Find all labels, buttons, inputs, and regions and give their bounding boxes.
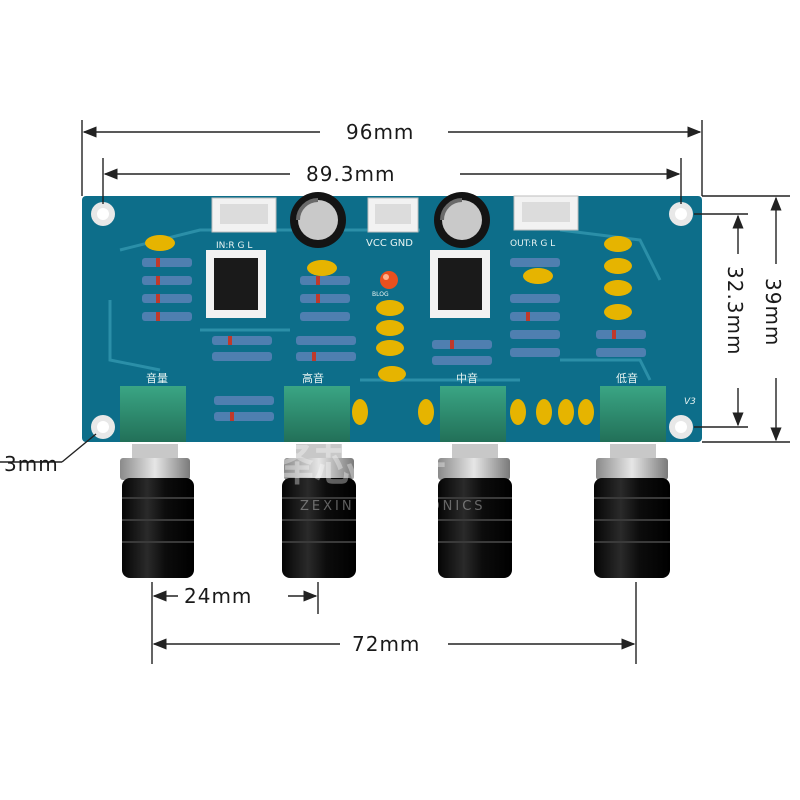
electrolytic-capacitor: [434, 192, 490, 248]
mounting-hole: [91, 415, 115, 439]
hole-vertical-dimension: 32.3mm: [723, 266, 747, 356]
input-connector: [211, 197, 277, 233]
version-label: V3: [684, 397, 696, 407]
mid-label: 中音: [456, 371, 478, 385]
volume-knob: [120, 386, 194, 578]
power-label: VCC GND: [366, 238, 413, 249]
power-connector: [367, 197, 419, 233]
output-connector: [513, 195, 579, 231]
knob-span-dimension: 72mm: [352, 632, 420, 656]
pcb-board: IN:R G L VCC GND OUT:R G L BLOG 音量 高音 中音…: [82, 192, 702, 442]
bass-knob: [594, 386, 670, 578]
volume-label: 音量: [146, 371, 168, 385]
mounting-hole: [91, 202, 115, 226]
mounting-hole: [669, 202, 693, 226]
op-amp-chip: [430, 250, 490, 318]
bass-label: 低音: [616, 371, 638, 385]
mid-knob: [438, 386, 512, 578]
electrolytic-capacitor: [290, 192, 346, 248]
treble-knob: [282, 386, 356, 578]
watermark-cn: 泽芯电子: [270, 440, 446, 491]
knob-spacing-dimension: 24mm: [184, 584, 252, 608]
power-led: [380, 271, 398, 289]
input-label: IN:R G L: [216, 241, 252, 251]
led-label: BLOG: [372, 291, 389, 298]
overall-width-dimension: 96mm: [346, 120, 414, 144]
treble-label: 高音: [302, 371, 324, 385]
output-label: OUT:R G L: [510, 239, 555, 249]
board-height-dimension: 39mm: [761, 278, 785, 346]
hole-diameter-dimension: 3mm: [4, 452, 59, 476]
ceramic-capacitors: [145, 235, 632, 425]
mounting-hole: [669, 415, 693, 439]
op-amp-chip: [206, 250, 266, 318]
hole-spacing-dimension: 89.3mm: [306, 162, 396, 186]
watermark-en: ZEXIN ELECTRONICS: [300, 499, 486, 514]
resistor-array: [142, 258, 646, 421]
